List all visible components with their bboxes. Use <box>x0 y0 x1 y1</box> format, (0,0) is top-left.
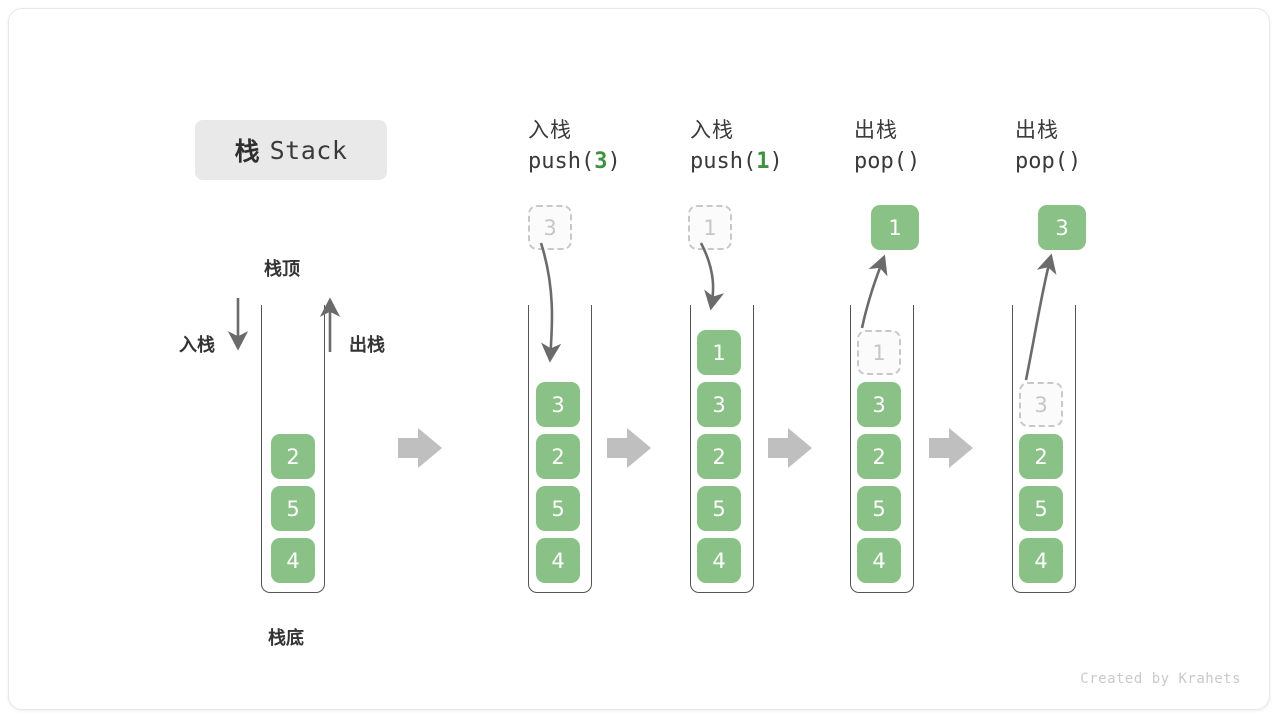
step-3-stack-cells: 1 3 2 5 4 <box>857 330 901 583</box>
initial-stack-cells: 2 5 4 <box>271 434 315 583</box>
step-2-code-suffix: ) <box>769 149 783 174</box>
step-1-code-suffix: ) <box>607 149 621 174</box>
step-2-incoming-cell: 1 <box>688 205 732 250</box>
stack-cell: 2 <box>271 434 315 479</box>
step-3-stack-container <box>850 305 914 593</box>
step-4-stack-container <box>1012 305 1076 593</box>
stack-cell: 5 <box>536 486 580 531</box>
step-1-op-cn: 入栈 <box>528 119 572 142</box>
stack-cell: 4 <box>271 538 315 583</box>
step-2-code-arg: 1 <box>756 149 770 174</box>
step-3-op-cn: 出栈 <box>854 119 898 142</box>
stack-cell: 3 <box>536 382 580 427</box>
step-1-header: 入栈 push(3) <box>528 117 678 179</box>
step-4-header: 出栈 pop() <box>1015 117 1165 179</box>
diagram-card: 栈 Stack 栈顶 入栈 出栈 2 5 4 栈底 入栈 push(3) 3 3… <box>8 8 1270 710</box>
step-1-op-code: push(3) <box>528 145 678 179</box>
stack-cell: 2 <box>857 434 901 479</box>
step-2-header: 入栈 push(1) <box>690 117 840 179</box>
stack-cell: 5 <box>1019 486 1063 531</box>
stack-cell: 1 <box>697 330 741 375</box>
stack-cell: 5 <box>697 486 741 531</box>
step-2-op-code: push(1) <box>690 145 840 179</box>
step-2-stack-cells: 1 3 2 5 4 <box>697 330 741 583</box>
stack-cell: 4 <box>857 538 901 583</box>
step-2-code-prefix: push( <box>690 149 757 174</box>
title-en: Stack <box>269 135 348 165</box>
stack-cell-removed: 1 <box>857 330 901 375</box>
step-3-header: 出栈 pop() <box>854 117 1004 179</box>
credit-text: Created by Krahets <box>1080 671 1241 687</box>
step-4-code-prefix: pop( <box>1015 149 1068 174</box>
step-3-op-code: pop() <box>854 145 1004 179</box>
step-4-outgoing-cell: 3 <box>1038 205 1086 250</box>
step-3-code-prefix: pop( <box>854 149 907 174</box>
initial-stack-container <box>261 305 325 593</box>
title-cn: 栈 <box>234 138 261 166</box>
step-4-op-cn: 出栈 <box>1015 119 1059 142</box>
stack-cell: 2 <box>1019 434 1063 479</box>
push-side-label: 入栈 <box>179 335 215 355</box>
step-4-stack-cells: 3 2 5 4 <box>1019 382 1063 583</box>
stack-cell: 5 <box>271 486 315 531</box>
pop-side-label: 出栈 <box>349 335 385 355</box>
diagram-title-chip: 栈 Stack <box>195 120 387 180</box>
step-4-op-code: pop() <box>1015 145 1165 179</box>
stack-top-label: 栈顶 <box>264 259 300 279</box>
step-1-stack-cells: 3 2 5 4 <box>536 382 580 583</box>
stack-cell: 2 <box>697 434 741 479</box>
stack-bottom-label: 栈底 <box>268 628 304 648</box>
step-4-code-suffix: ) <box>1067 149 1082 174</box>
step-1-stack-container <box>528 305 592 593</box>
stack-cell: 3 <box>697 382 741 427</box>
stack-cell: 4 <box>1019 538 1063 583</box>
step-2-stack-container <box>690 305 754 593</box>
stack-cell: 2 <box>536 434 580 479</box>
step-1-incoming-cell: 3 <box>528 205 572 250</box>
stack-cell: 3 <box>857 382 901 427</box>
stack-cell: 4 <box>536 538 580 583</box>
step-2-op-cn: 入栈 <box>690 119 734 142</box>
stack-cell-removed: 3 <box>1019 382 1063 427</box>
step-1-code-prefix: push( <box>528 149 595 174</box>
step-1-code-arg: 3 <box>594 149 608 174</box>
step-3-code-suffix: ) <box>906 149 921 174</box>
stack-cell: 5 <box>857 486 901 531</box>
stack-cell: 4 <box>697 538 741 583</box>
step-3-outgoing-cell: 1 <box>871 205 919 250</box>
